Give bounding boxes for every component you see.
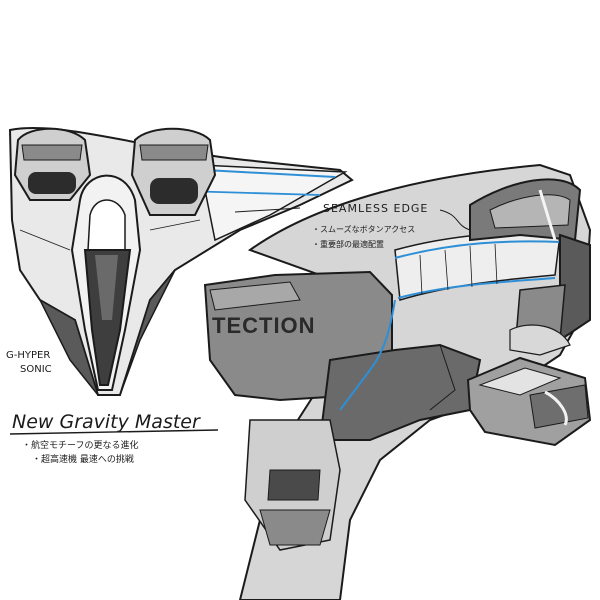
case-text: TECTION xyxy=(212,313,316,338)
label-line-1: G-HYPER xyxy=(6,350,50,361)
title-note-1: ・航空モチーフの更なる進化 xyxy=(22,439,138,451)
title-note-2: ・超高速機 最速への挑戦 xyxy=(32,453,134,465)
aircraft-sketch xyxy=(8,127,354,396)
seamless-edge-annotation: SEAMLESS EDGE ・スムーズなボタンアクセス ・重要部の最適配置 xyxy=(312,202,471,249)
edge-note-2: ・重要部の最適配置 xyxy=(312,239,384,249)
edge-note-1: ・スムーズなボタンアクセス xyxy=(312,224,415,234)
crown-detail-sketch xyxy=(466,324,592,447)
title-underline xyxy=(9,429,219,435)
watch-case-sketch: TECTION xyxy=(203,163,592,600)
title-block: New Gravity Master ・航空モチーフの更なる進化 ・超高速機 最… xyxy=(9,411,219,465)
page-title: New Gravity Master xyxy=(12,411,201,433)
edge-label: SEAMLESS EDGE xyxy=(323,202,428,215)
aircraft-label: G-HYPER SONIC xyxy=(6,350,52,375)
label-line-2: SONIC xyxy=(20,364,52,375)
leader-line xyxy=(439,209,471,231)
